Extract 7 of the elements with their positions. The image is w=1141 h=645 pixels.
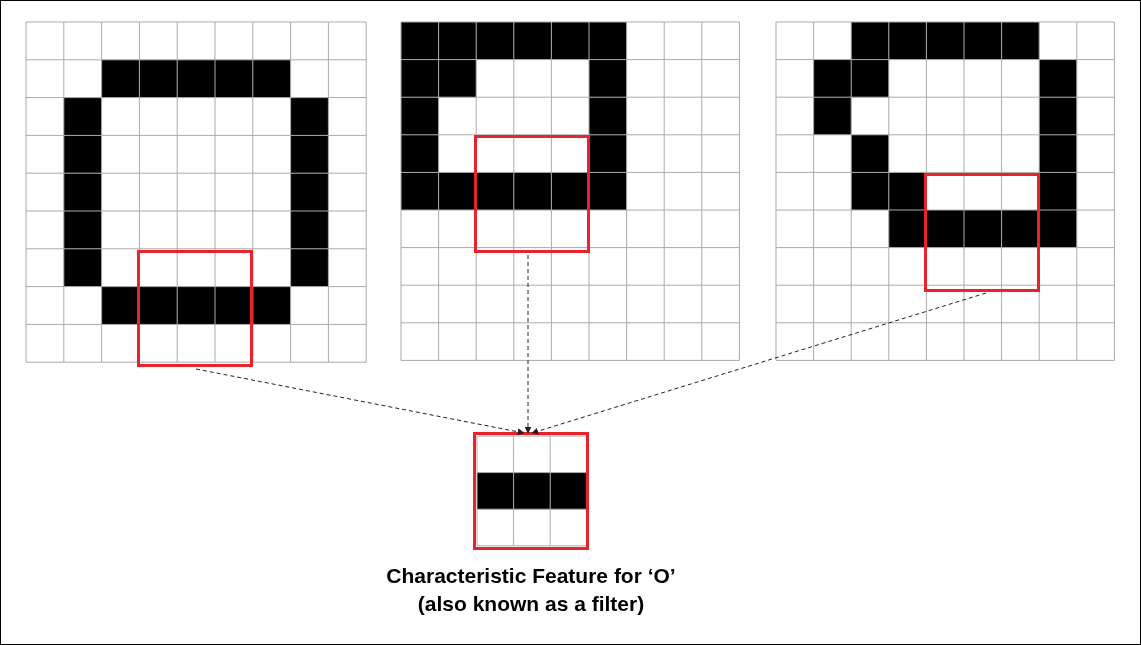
dashed-arrow bbox=[524, 254, 532, 434]
highlight-box bbox=[924, 173, 1040, 292]
dashed-arrow bbox=[195, 368, 525, 436]
highlight-box bbox=[137, 250, 253, 367]
caption-text: Characteristic Feature for ‘O’ (also known as a filter) bbox=[385, 563, 677, 617]
highlight-box bbox=[474, 135, 590, 253]
dashed-arrow bbox=[531, 292, 987, 435]
